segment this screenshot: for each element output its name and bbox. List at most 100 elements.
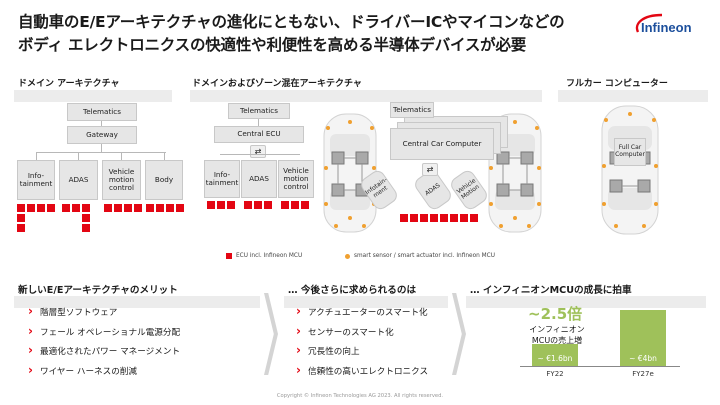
footer-copyright: Copyright © Infineon Technologies AG 202… (276, 393, 444, 399)
title-line-1: 自動車のE/Eアーキテクチャの進化にともない、ドライバーICやマイコンなどの (18, 13, 565, 31)
connector (121, 152, 122, 160)
zone-telematics-box: Telematics (228, 103, 290, 119)
x-tick-label: FY22 (546, 370, 564, 378)
ecu-square (166, 204, 174, 212)
chart-baseline (520, 366, 680, 367)
connector (220, 154, 300, 155)
ecu-square (82, 214, 90, 222)
bar-fy27e (620, 310, 666, 366)
benefit-item: ワイヤー ハーネスの削減 (28, 365, 180, 377)
benefit-item: 最適化されたパワー マネージメント (28, 345, 180, 357)
bar-fy22 (532, 343, 578, 366)
ecu-square (460, 214, 468, 222)
ecu-square (410, 214, 418, 222)
connector (78, 152, 79, 160)
ecu-square (400, 214, 408, 222)
section-band (284, 296, 448, 308)
benefit-item: フェール オペレーショナル電源分配 (28, 326, 180, 338)
connector (36, 152, 166, 153)
section-band (14, 90, 172, 102)
connector (164, 152, 165, 160)
ecu-square (27, 204, 35, 212)
zone-central-ecu-box: Central ECU (214, 126, 304, 143)
growth-heading: … インフィニオンMCUの成長に拍車 (470, 285, 632, 296)
section-band (558, 90, 708, 102)
title-line-2: ボディ エレクトロニクスの快適性や利便性を高める半導体デバイスが必要 (18, 36, 527, 54)
bar-data-label: ~ €1.6bn (537, 354, 573, 363)
benefits-heading: 新しいE/Eアーキテクチャのメリット (18, 285, 178, 296)
requirement-item: アクチュエーターのスマート化 (296, 306, 428, 318)
connector (101, 144, 102, 152)
requirement-item: センサーのスマート化 (296, 326, 428, 338)
legend-ecu-swatch (226, 253, 232, 259)
ecu-square (47, 204, 55, 212)
ecu-square (470, 214, 478, 222)
legend-sensor-text: smart sensor / smart actuator incl. Infi… (354, 253, 495, 259)
chevron-right-icon (452, 293, 466, 375)
ecu-square (227, 201, 235, 209)
connector (101, 121, 102, 126)
section-full-header: フルカー コンピューター (566, 79, 668, 89)
ecu-square (146, 204, 154, 212)
infineon-logo: Infineon (632, 12, 704, 38)
ecu-square (217, 201, 225, 209)
ecu-square (104, 204, 112, 212)
legend-ecu-text: ECU incl. Infineon MCU (236, 253, 303, 259)
legend-sensor-dot (345, 254, 350, 259)
domain-ecu-vehicle-motion: Vehicle motion control (102, 160, 141, 200)
ecu-square (420, 214, 428, 222)
ecu-square (254, 201, 262, 209)
benefits-list: 階層型ソフトウェア フェール オペレーショナル電源分配 最適化されたパワー マネ… (28, 306, 180, 386)
zone-telematics-2-box: Telematics (390, 102, 434, 118)
ecu-square (291, 201, 299, 209)
requirements-list: アクチュエーターのスマート化 センサーのスマート化 冗長性の向上 信頼性の高いエ… (296, 306, 428, 386)
zone-ecu-infotainment: Info- tainment (204, 160, 240, 198)
ecu-square (37, 204, 45, 212)
connector (36, 152, 37, 160)
requirement-item: 冗長性の向上 (296, 345, 428, 357)
requirements-heading: … 今後さらに求められるのは (288, 285, 417, 296)
connector (258, 119, 259, 126)
car-full-illustration (601, 105, 659, 235)
ecu-square (264, 201, 272, 209)
domain-ecu-body: Body (145, 160, 183, 200)
ecu-square (430, 214, 438, 222)
domain-ecu-infotainment: Info- tainment (17, 160, 55, 200)
growth-caption-line2: MCUの売上増 (531, 336, 583, 345)
central-car-computer-box: Central Car Computer (390, 128, 494, 160)
ecu-square (17, 204, 25, 212)
ecu-square (440, 214, 448, 222)
ecu-square (62, 204, 70, 212)
ecu-square (244, 201, 252, 209)
ecu-square (301, 201, 309, 209)
requirement-item: 信頼性の高いエレクトロニクス (296, 365, 428, 377)
growth-caption: インフィニオン MCUの売上増 (526, 324, 588, 346)
ecu-square (17, 224, 25, 232)
ecu-square (82, 204, 90, 212)
section-domain-header: ドメイン アーキテクチャ (18, 79, 120, 89)
domain-telematics-box: Telematics (67, 103, 137, 121)
section-band (466, 296, 706, 308)
ecu-square (114, 204, 122, 212)
growth-caption-line1: インフィニオン (529, 325, 585, 334)
ecu-square (207, 201, 215, 209)
switch-icon: ⇄ (250, 145, 266, 158)
ecu-square (176, 204, 184, 212)
section-band (190, 90, 542, 102)
growth-multiplier: ~2.5倍 (528, 305, 583, 323)
section-band (14, 296, 260, 308)
bar-data-label: ~ €4bn (629, 354, 657, 363)
ecu-square (156, 204, 164, 212)
x-tick-label: FY27e (632, 370, 654, 378)
ecu-square (17, 214, 25, 222)
ecu-square (82, 224, 90, 232)
switch-icon: ⇄ (422, 163, 438, 176)
zone-ecu-adas: ADAS (241, 160, 277, 198)
ecu-square (281, 201, 289, 209)
chevron-right-icon (264, 293, 278, 375)
full-car-computer-box: Full Car Computer (614, 138, 646, 166)
ecu-square (124, 204, 132, 212)
zone-ecu-vehicle-motion: Vehicle motion control (278, 160, 314, 198)
benefit-item: 階層型ソフトウェア (28, 306, 180, 318)
